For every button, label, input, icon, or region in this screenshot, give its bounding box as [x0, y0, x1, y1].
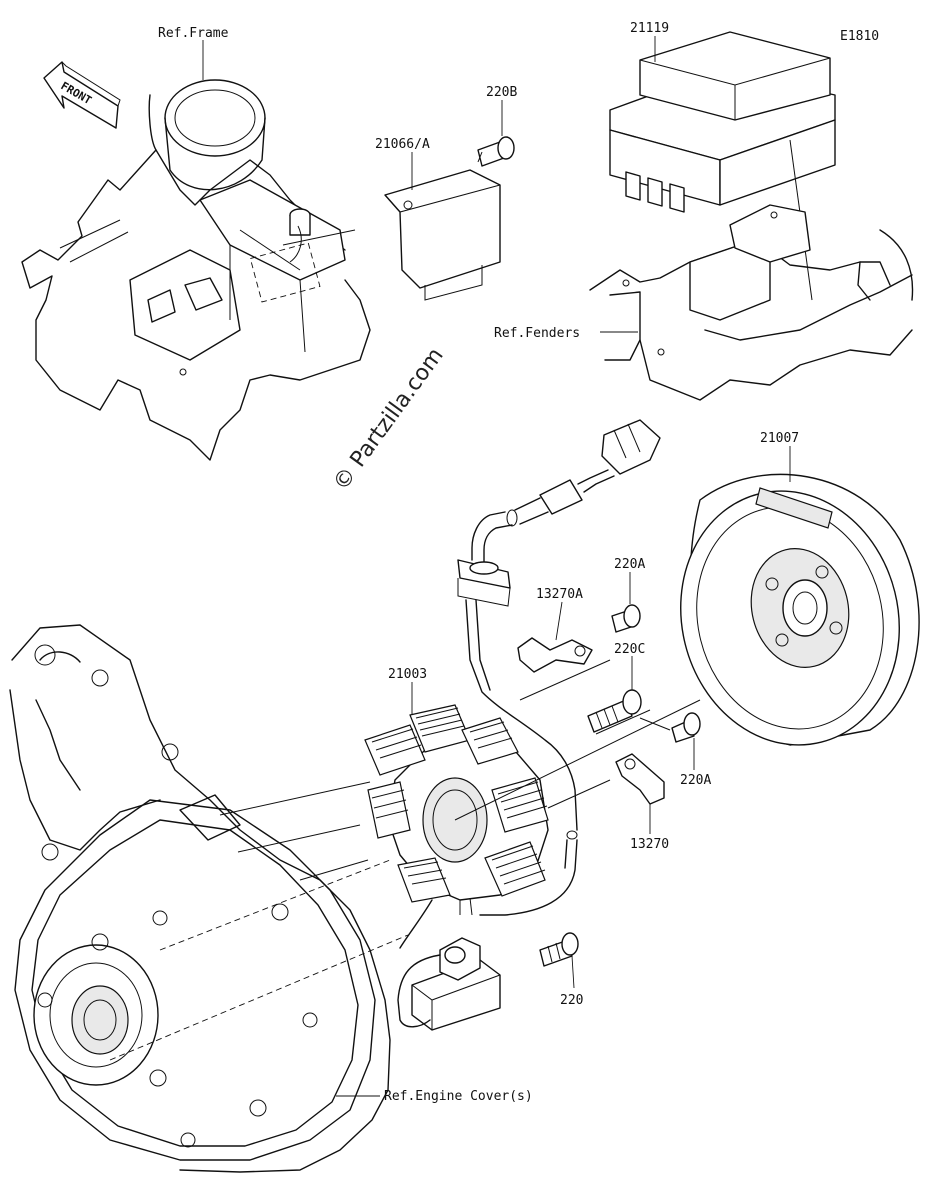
diagram-code: E1810 [840, 29, 879, 44]
ref-fenders-label: Ref.Fenders [494, 326, 580, 341]
stator-coil-top [409, 704, 471, 753]
part-21066a-label: 21066/A [375, 137, 430, 152]
part-21007-flywheel: 21007 [680, 431, 920, 746]
engine-cover-assembly: Ref.Engine Cover(s) [9, 624, 533, 1173]
alignment-lines [109, 659, 701, 1061]
part-21119-label: 21119 [630, 21, 669, 36]
stator-coil-right-top [461, 717, 519, 765]
stator-coil-right [491, 777, 549, 833]
wiring-harness [457, 419, 661, 916]
front-arrow-icon: FRONT [43, 61, 121, 129]
stator-coil-top-left [364, 724, 426, 776]
ref-engine-cover-label: Ref.Engine Cover(s) [384, 1089, 533, 1104]
part-220a-bottom-label: 220A [680, 773, 711, 788]
part-21066a-relay: 21066/A [375, 137, 501, 301]
part-13270-plate: 13270 [615, 753, 669, 852]
part-21119-rectifier: 21119 E1810 [609, 21, 879, 301]
part-220b-bolt: 220B [477, 85, 517, 167]
part-220-bolt: 220 [539, 932, 583, 1008]
part-220c-bolt: 220C [587, 642, 645, 733]
pickup-coil [397, 899, 501, 1031]
part-21003-stator: 21003 [364, 667, 549, 916]
part-13270a-label: 13270A [536, 587, 583, 602]
part-220a-bolt-bottom: 220A [671, 712, 711, 788]
part-13270a-bracket: 13270A [517, 587, 593, 673]
part-220a-bolt-top: 220A [611, 557, 645, 633]
part-220b-label: 220B [486, 85, 517, 100]
part-21007-label: 21007 [760, 431, 799, 446]
stator-coil-right-bottom [484, 841, 546, 897]
part-220-label: 220 [560, 993, 583, 1008]
part-21003-label: 21003 [388, 667, 427, 682]
frame-assembly: FRONT Ref.Frame [21, 26, 371, 461]
watermark-text: © Partzilla.com [329, 343, 449, 495]
stator-coil-left [367, 781, 411, 839]
part-13270-label: 13270 [630, 837, 669, 852]
part-220a-top-label: 220A [614, 557, 645, 572]
fenders-assembly: Ref.Fenders [494, 204, 914, 401]
stator-coil-bottom-left [397, 857, 451, 903]
part-220c-label: 220C [614, 642, 645, 657]
ref-frame-label: Ref.Frame [158, 26, 229, 41]
